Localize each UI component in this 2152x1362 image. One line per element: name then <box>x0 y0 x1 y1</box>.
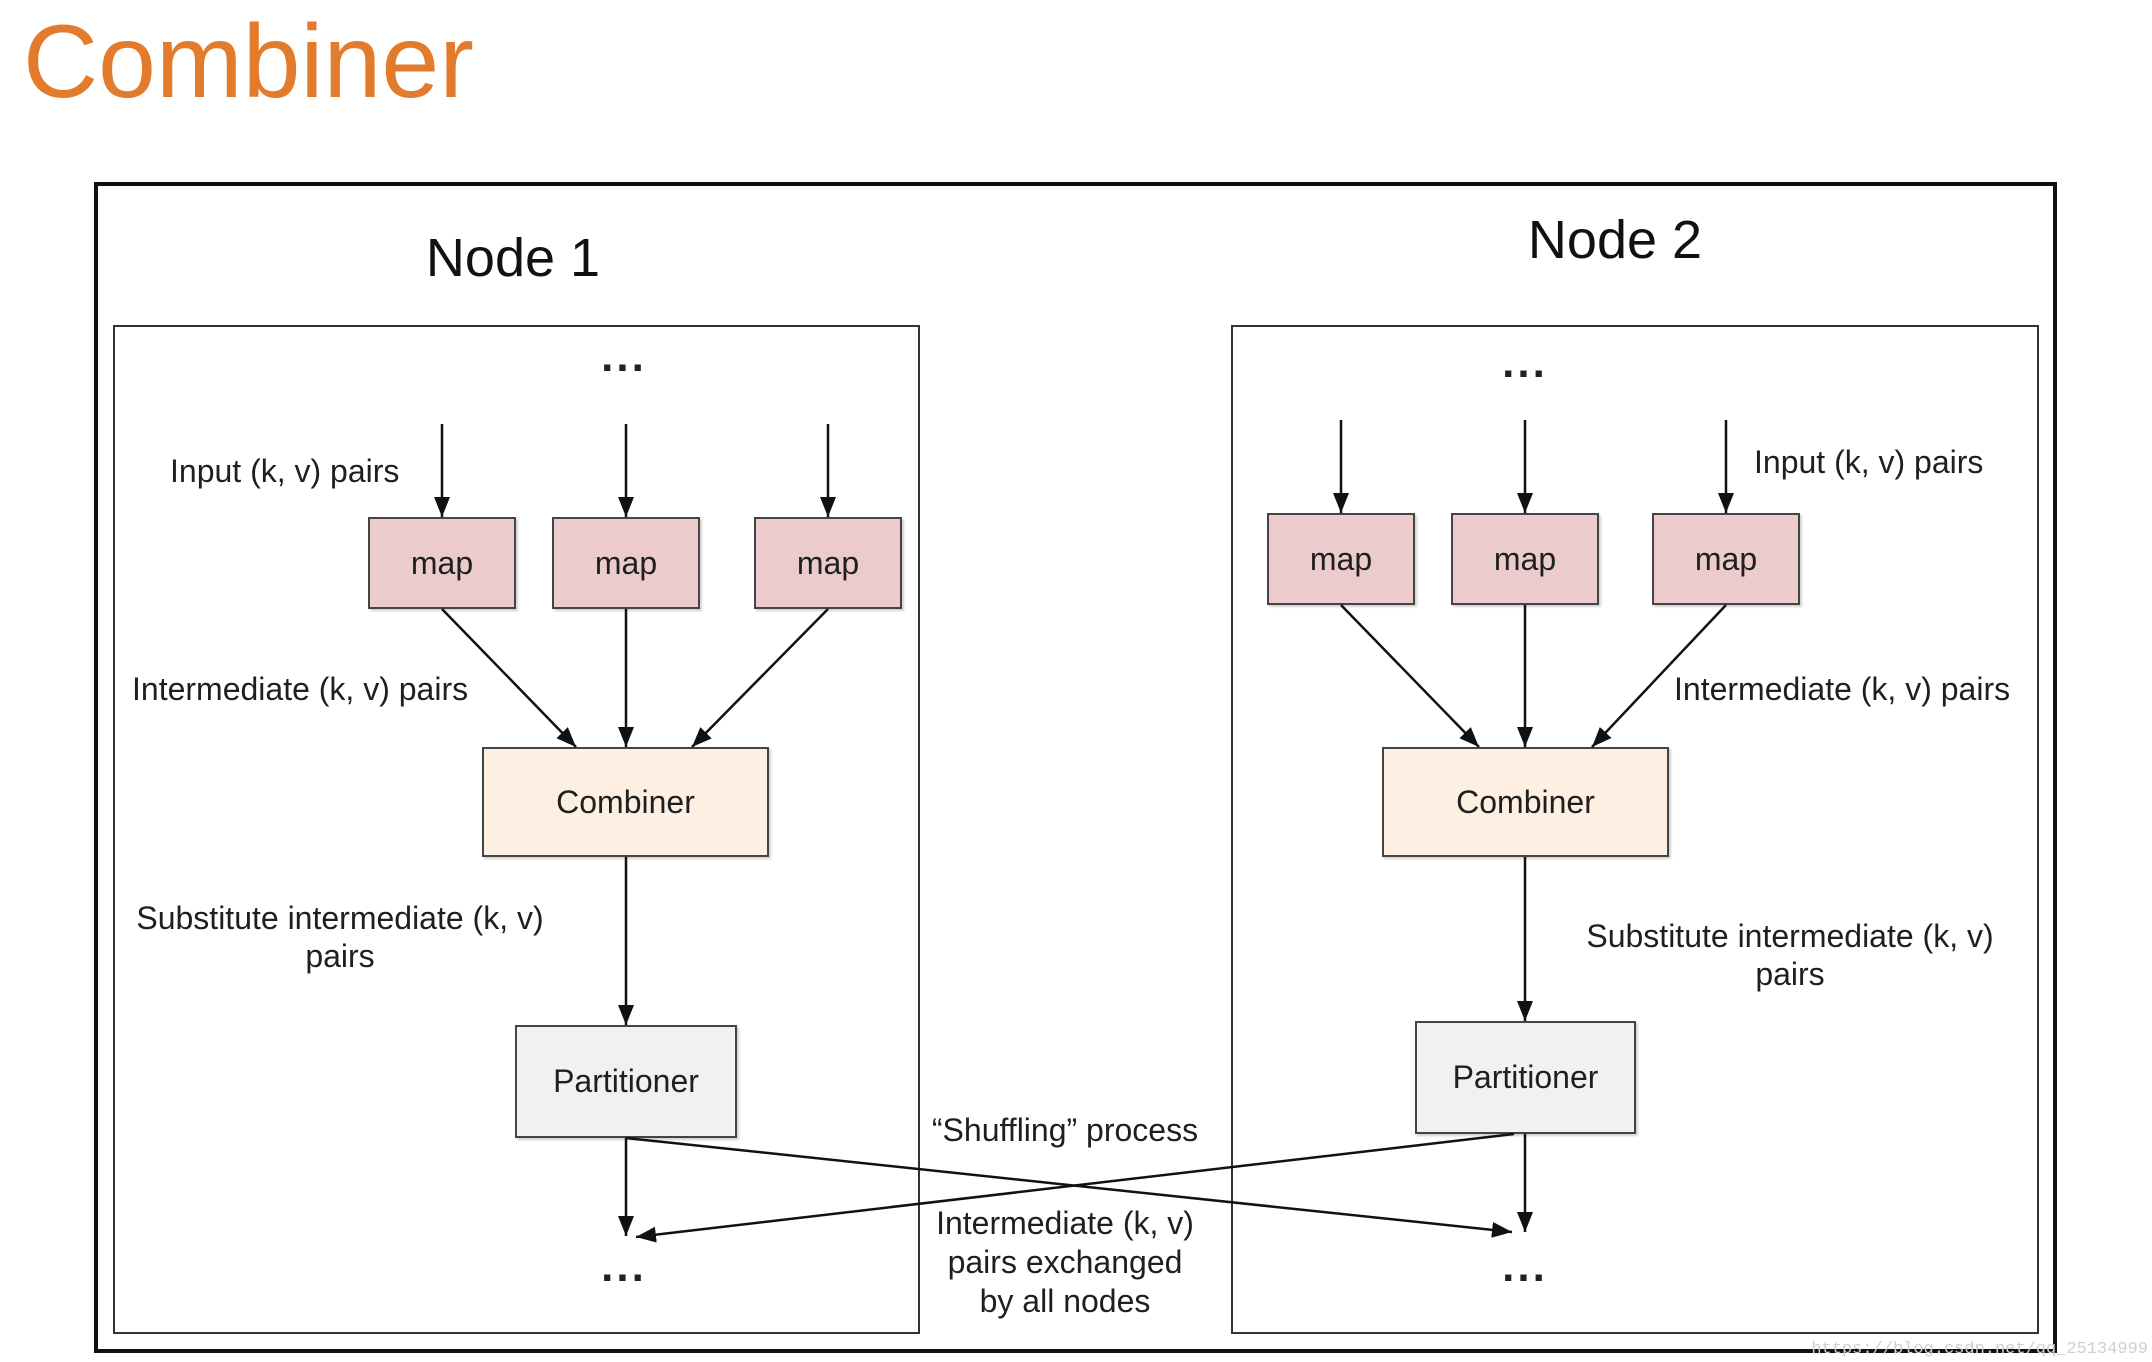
node-1-box <box>113 325 920 1334</box>
node-1-ellipsis-bottom: ... <box>601 1242 647 1291</box>
node-1-map-1: map <box>368 517 516 609</box>
node-2-substitute-label-line-2: pairs <box>1755 956 1825 992</box>
node-1-substitute-label-line-2: pairs <box>305 938 375 974</box>
node-2-substitute-label-line-1: Substitute intermediate (k, v) <box>1586 918 1994 954</box>
exchange-label-line-2: pairs exchanged <box>947 1244 1183 1280</box>
exchange-label-line-1: Intermediate (k, v) <box>936 1205 1194 1241</box>
node-1-title: Node 1 <box>425 228 601 288</box>
node-2-map-2: map <box>1451 513 1599 605</box>
node-2-intermediate-label: Intermediate (k, v) pairs <box>1674 671 2011 707</box>
node-1-map-3: map <box>754 517 902 609</box>
node-2-substitute-label: Substitute intermediate (k, v) pairs <box>1570 917 2010 993</box>
exchange-label-line-3: by all nodes <box>979 1283 1151 1319</box>
node-1-input-label: Input (k, v) pairs <box>170 453 400 489</box>
slide-title: Combiner <box>23 4 474 120</box>
diagram-frame <box>94 182 2057 1353</box>
shuffling-process-label: “Shuffling” process <box>931 1112 1199 1148</box>
node-1-partitioner: Partitioner <box>515 1025 737 1138</box>
node-2-box <box>1231 325 2039 1334</box>
node-2-title: Node 2 <box>1527 210 1703 270</box>
exchange-label: Intermediate (k, v) pairs exchanged by a… <box>915 1204 1215 1321</box>
node-1-ellipsis-top: ... <box>601 332 647 381</box>
node-2-ellipsis-bottom: ... <box>1502 1242 1548 1291</box>
node-2-map-3: map <box>1652 513 1800 605</box>
node-1-substitute-label-line-1: Substitute intermediate (k, v) <box>136 900 544 936</box>
node-1-combiner: Combiner <box>482 747 769 857</box>
node-2-combiner: Combiner <box>1382 747 1669 857</box>
node-2-ellipsis-top: ... <box>1502 338 1548 387</box>
watermark: https://blog.csdn.net/qq_25134999 <box>1811 1340 2148 1359</box>
node-1-map-2: map <box>552 517 700 609</box>
node-2-map-1: map <box>1267 513 1415 605</box>
node-2-partitioner: Partitioner <box>1415 1021 1636 1134</box>
node-1-substitute-label: Substitute intermediate (k, v) pairs <box>120 899 560 975</box>
node-2-input-label: Input (k, v) pairs <box>1754 444 1984 480</box>
node-1-intermediate-label: Intermediate (k, v) pairs <box>132 671 469 707</box>
